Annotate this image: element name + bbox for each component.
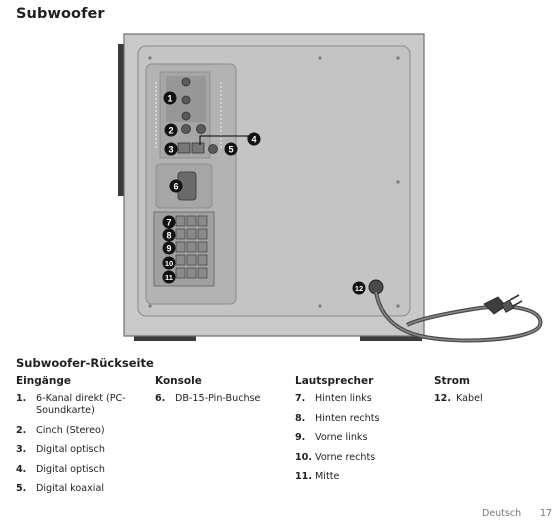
item-text: Vorne rechts <box>315 451 376 463</box>
callouts: 1 2 3 4 5 6 7 8 9 10 11 12 <box>162 91 366 295</box>
item-number: 2. <box>16 424 27 436</box>
item-number: 9. <box>295 432 306 443</box>
column-power: Strom 12. Kabel <box>434 375 544 413</box>
callout-8: 8 <box>166 231 171 241</box>
coax-port <box>208 144 218 154</box>
list-item: 7. Hinten links <box>295 393 425 405</box>
item-text: Digital optisch <box>36 444 105 455</box>
list-item: 5. Digital koaxial <box>16 483 146 495</box>
list-item: 9. Vorne links <box>295 432 425 444</box>
cabinet-foot-left <box>134 334 196 341</box>
column-heading: Konsole <box>155 375 202 387</box>
item-text: Digital koaxial <box>36 483 105 494</box>
section-title: Subwoofer-Rückseite <box>16 356 154 370</box>
optical-port-1 <box>177 142 191 154</box>
column-heading: Lautsprecher <box>295 375 374 387</box>
item-text: DB-15-Pin-Buchse <box>175 393 261 404</box>
callout-12: 12 <box>355 284 363 293</box>
list-item: 11. Mitte <box>295 471 425 483</box>
optical-port-2 <box>191 142 205 154</box>
callout-5: 5 <box>228 145 233 155</box>
item-text: Mitte <box>315 471 340 482</box>
column-console: Konsole 6. DB-15-Pin-Buchse <box>155 375 285 413</box>
list-item: 3. Digital optisch <box>16 444 146 456</box>
callout-2: 2 <box>168 126 173 136</box>
item-text: Hinten links <box>315 393 372 404</box>
list-item: 10. Vorne rechts <box>295 452 425 464</box>
item-number: 10. <box>295 451 312 463</box>
column-heading: Eingänge <box>16 375 71 387</box>
list-item: 4. Digital optisch <box>16 464 146 476</box>
column-speakers: Lautsprecher 7. Hinten links 8. Hinten r… <box>295 375 425 491</box>
callout-10: 10 <box>165 259 173 268</box>
item-number: 8. <box>295 412 306 424</box>
column-heading: Strom <box>434 375 470 387</box>
cabinet-side-strip <box>118 44 126 196</box>
page-title: Subwoofer <box>16 6 105 22</box>
list-item: 8. Hinten rechts <box>295 413 425 425</box>
item-text: Digital optisch <box>36 463 105 475</box>
list-item: 12. Kabel <box>434 393 544 405</box>
rca-left <box>181 124 191 134</box>
subwoofer-rear-illustration: 1 2 3 4 5 6 7 8 9 10 11 12 <box>118 33 543 343</box>
rca-right <box>196 124 206 134</box>
item-number: 6. <box>155 393 166 404</box>
item-text-continued: Soundkarte) <box>36 405 95 416</box>
callout-7: 7 <box>166 218 171 228</box>
jack-rear <box>181 95 191 105</box>
item-text: Hinten rechts <box>315 412 380 424</box>
footer-language: Deutsch <box>482 508 522 519</box>
item-text: Kabel <box>456 393 483 404</box>
item-number: 3. <box>16 444 27 455</box>
power-cable-highlight <box>375 291 542 342</box>
screws <box>148 56 400 308</box>
jack-center-sub <box>181 111 191 121</box>
list-item: 6. DB-15-Pin-Buchse <box>155 393 285 405</box>
power-cord-port <box>368 279 384 295</box>
list-item: 1. 6-Kanal direkt (PC- Soundkarte) <box>16 393 146 417</box>
callout-9: 9 <box>166 244 171 254</box>
item-text: Cinch (Stereo) <box>36 424 105 436</box>
power-plug <box>483 294 523 315</box>
item-number: 11. <box>295 471 312 482</box>
item-number: 4. <box>16 463 27 475</box>
speaker-terminals <box>175 215 208 279</box>
callout-4: 4 <box>251 135 256 145</box>
callout-1: 1 <box>167 94 172 104</box>
item-number: 7. <box>295 393 306 404</box>
callout-6: 6 <box>173 182 178 192</box>
callout-11: 11 <box>165 273 173 282</box>
column-inputs: Eingänge 1. 6-Kanal direkt (PC- Soundkar… <box>16 375 146 503</box>
callout-3: 3 <box>168 145 173 155</box>
jack-front <box>181 77 191 87</box>
item-number: 5. <box>16 483 27 494</box>
item-number: 12. <box>434 393 451 404</box>
item-text: 6-Kanal direkt (PC- <box>36 393 126 404</box>
item-text: Vorne links <box>315 432 368 443</box>
list-item: 2. Cinch (Stereo) <box>16 425 146 437</box>
page-number: 17 <box>540 508 552 519</box>
item-number: 1. <box>16 393 27 404</box>
cabinet-foot-right <box>360 334 422 341</box>
